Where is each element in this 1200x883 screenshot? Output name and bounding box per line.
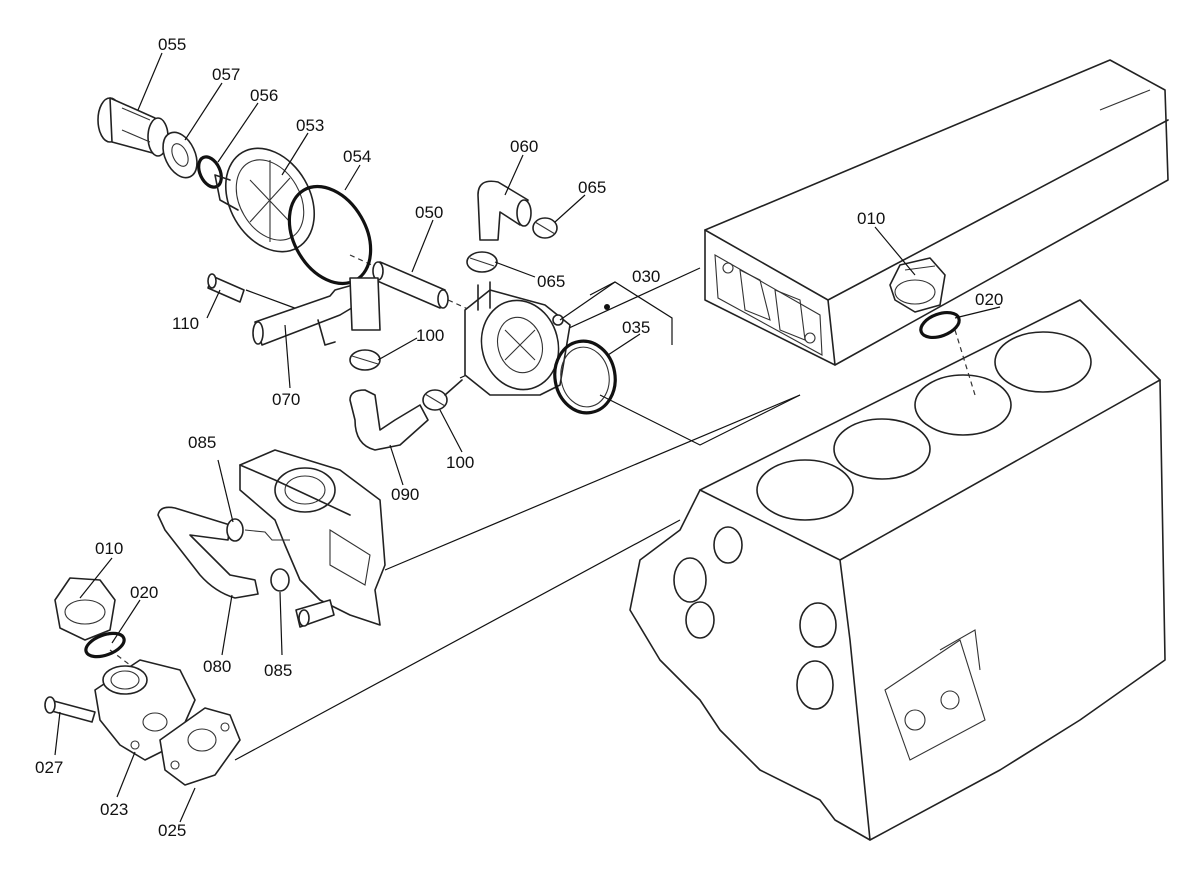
cover-053	[214, 147, 316, 253]
hose-060	[477, 180, 532, 241]
callout-100-lower: 100	[446, 453, 474, 472]
gasket-035	[553, 339, 617, 415]
callout-055: 055	[158, 35, 186, 54]
gasket-020-upper	[919, 311, 961, 339]
clamp-065-lower	[466, 251, 498, 273]
callout-020-upper: 020	[975, 290, 1003, 309]
callout-060: 060	[510, 137, 538, 156]
pipe-070	[252, 277, 381, 346]
bolt-110	[207, 273, 245, 303]
callout-027: 027	[35, 758, 63, 777]
bolt-027	[44, 696, 96, 723]
hose-090	[349, 389, 429, 451]
callout-065-lower: 065	[537, 272, 565, 291]
callout-023: 023	[100, 800, 128, 819]
callout-050: 050	[415, 203, 443, 222]
callout-030: 030	[632, 267, 660, 286]
gasket-020-lower	[84, 631, 126, 659]
clamp-100-lower	[422, 379, 463, 411]
callout-080: 080	[203, 657, 231, 676]
pipe-050	[372, 261, 449, 309]
thermostat-housing-middle	[239, 449, 386, 628]
callout-010-upper: 010	[857, 209, 885, 228]
oring-056	[197, 155, 223, 189]
clamp-100-upper	[349, 349, 381, 371]
callout-065-upper: 065	[578, 178, 606, 197]
callout-010-lower: 010	[95, 539, 123, 558]
thermostat-cover-lower	[54, 577, 116, 641]
gasket-025	[159, 707, 241, 786]
callout-100-upper: 100	[416, 326, 444, 345]
callout-054: 054	[343, 147, 371, 166]
plug-055	[97, 97, 169, 157]
callout-057: 057	[212, 65, 240, 84]
callout-085-lower: 085	[264, 661, 292, 680]
engine-block	[629, 299, 1166, 841]
cylinder-head	[704, 59, 1169, 366]
washer-057	[162, 131, 198, 179]
clamp-065-upper	[532, 217, 558, 239]
callout-leaders	[54, 52, 1001, 823]
callout-020-lower: 020	[130, 583, 158, 602]
clamp-085-lower	[270, 568, 290, 592]
callout-070: 070	[272, 390, 300, 409]
callout-110: 110	[172, 314, 199, 333]
callout-025: 025	[158, 821, 186, 840]
callout-labels: 055 057 056 053 054 050 060 065 065 030 …	[35, 35, 1003, 840]
water-pump-030	[464, 281, 571, 396]
callout-035: 035	[622, 318, 650, 337]
hose-080	[157, 506, 259, 599]
callout-090: 090	[391, 485, 419, 504]
marker-dot	[604, 304, 610, 310]
clamp-085-upper	[226, 518, 290, 542]
callout-056: 056	[250, 86, 278, 105]
callout-085-upper: 085	[188, 433, 216, 452]
callout-053: 053	[296, 116, 324, 135]
